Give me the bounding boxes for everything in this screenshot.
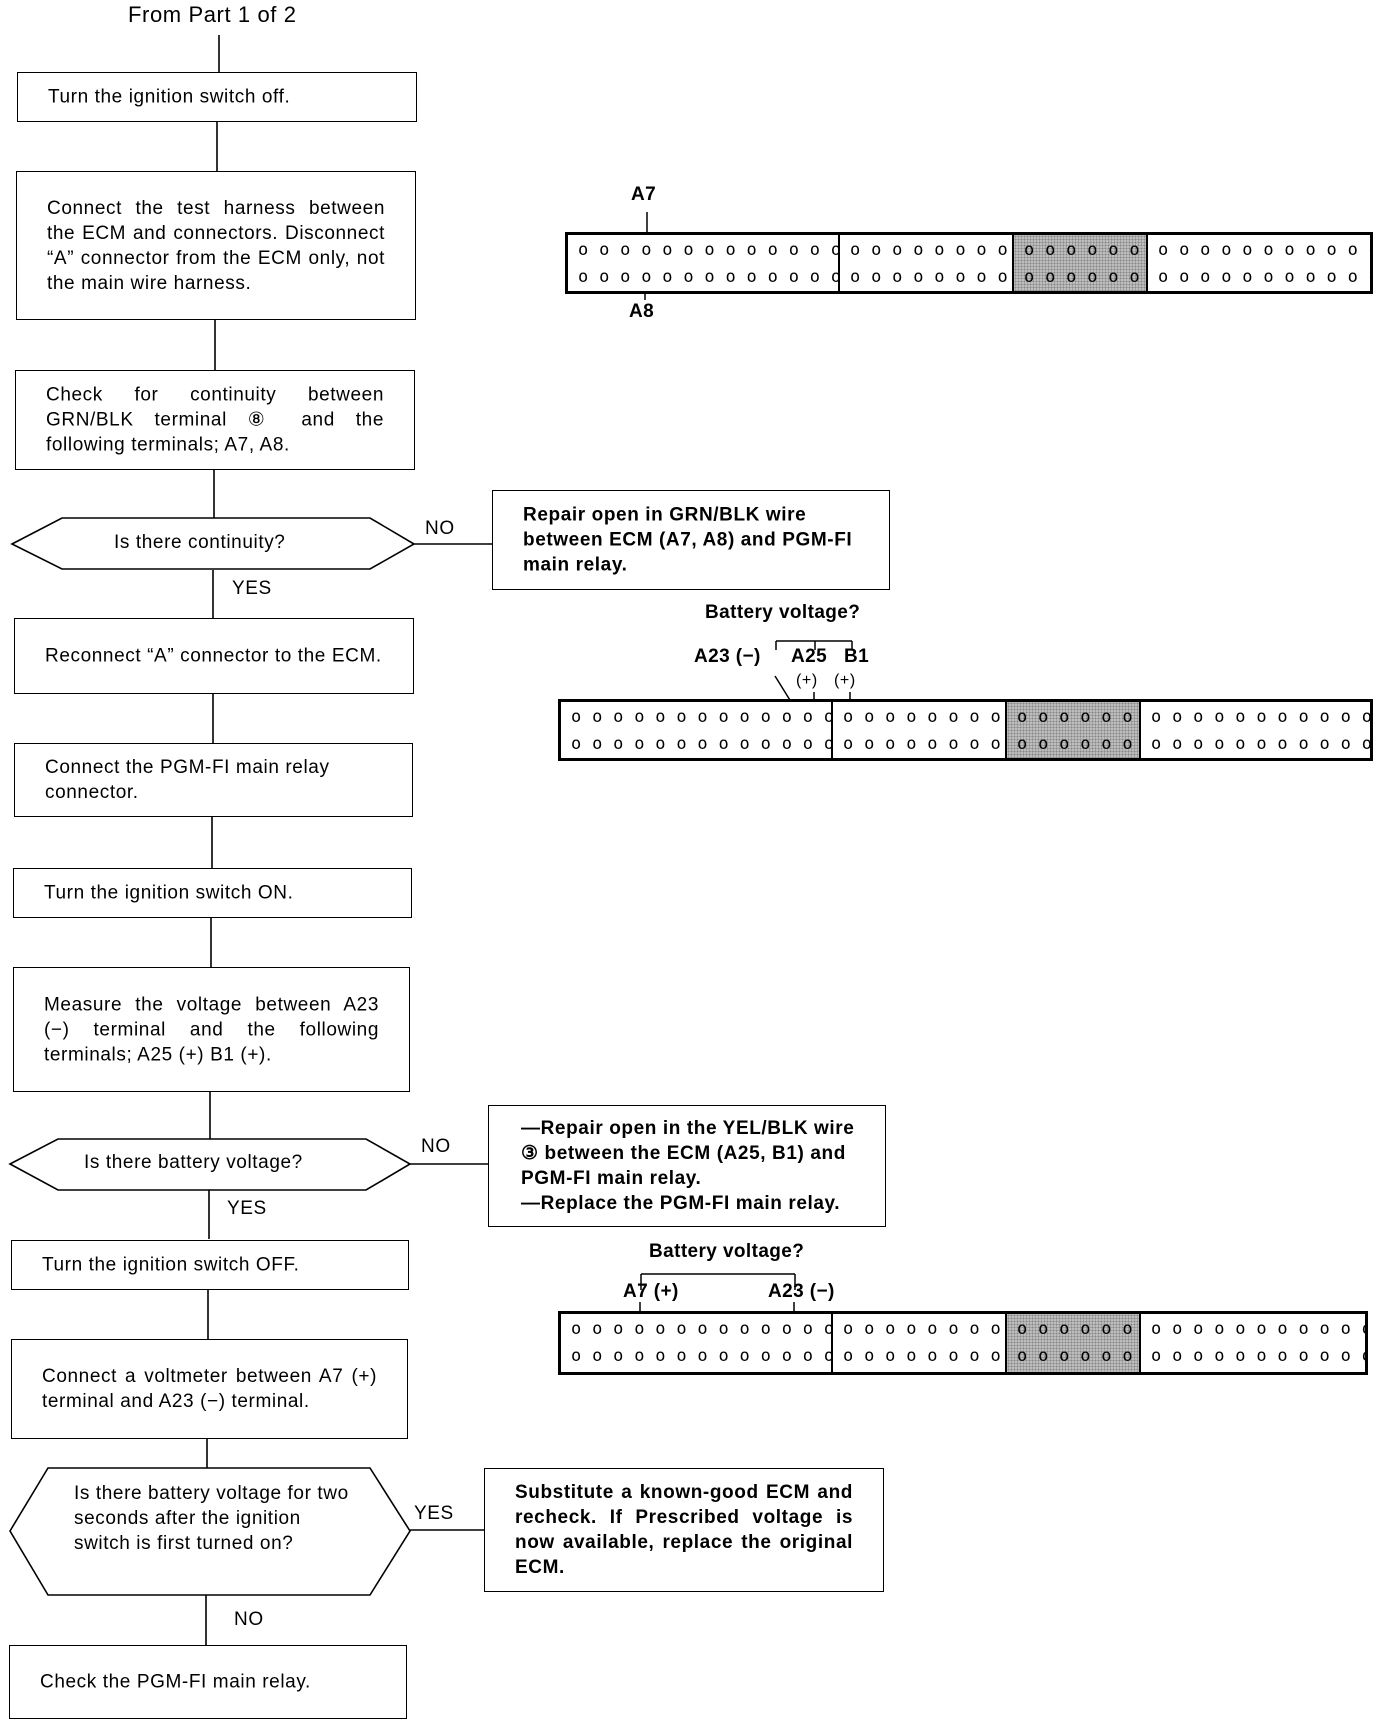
ecm-connector-diagram-1: o o o o o o o o o o o o o o o o o o o o …: [565, 232, 1373, 294]
branch-no-2: NO: [421, 1136, 451, 1157]
action-text: Repair open in GRN/BLK wire between ECM …: [523, 504, 853, 576]
action-line: —Replace the PGM-FI main relay.: [521, 1193, 841, 1214]
branch-no-3: NO: [234, 1609, 264, 1630]
pin-row: o o o o o o o o o o o o o: [571, 707, 833, 727]
connector-section-d: o o o o o o o o o o o o o o o o o o o o …: [1141, 1314, 1365, 1372]
pin-row: o o o o o o: [1024, 240, 1140, 260]
ecm-connector-diagram-2: o o o o o o o o o o o o o o o o o o o o …: [558, 699, 1373, 761]
pin-row: o o o o o o: [1017, 1346, 1133, 1366]
pin-row: o o o o o o o o: [850, 267, 1009, 287]
connector-section-d: o o o o o o o o o o o o o o o o o o o o …: [1148, 235, 1370, 291]
pin-row: o o o o o o o o o o o: [1158, 267, 1370, 287]
pin-row: o o o o o o: [1017, 707, 1133, 727]
step-text: Check the PGM-FI main relay.: [40, 1671, 311, 1693]
pin-row: o o o o o o o o o o o: [1151, 734, 1370, 754]
step-text: Check for continuity between GRN/BLK ter…: [46, 384, 384, 456]
diagram2-b1-sign: (+): [834, 672, 856, 689]
step-text: Measure the voltage between A23 (−) term…: [44, 994, 379, 1065]
step-text: Connect the test harness between the ECM…: [47, 197, 385, 294]
diagram2-question: Battery voltage?: [705, 602, 861, 623]
pin-row: o o o o o o o o o o o o o: [571, 1319, 833, 1339]
pin-row: o o o o o o o o: [843, 734, 1002, 754]
branch-yes-2: YES: [227, 1198, 267, 1219]
connector-section-b: o o o o o o o o o o o o o o o o: [833, 1314, 1007, 1372]
connector-section-a: o o o o o o o o o o o o o o o o o o o o …: [568, 235, 840, 291]
step-text: Reconnect “A” connector to the ECM.: [45, 645, 382, 667]
step-connect-relay: Connect the PGM-FI main relay connector.: [14, 743, 413, 817]
from-part-label: From Part 1 of 2: [128, 2, 297, 27]
pin-row: o o o o o o o o: [843, 1346, 1002, 1366]
branch-no-1: NO: [425, 518, 455, 539]
connector-section-shaded: o o o o o o o o o o o o: [1007, 702, 1141, 758]
pin-row: o o o o o o o o o o o: [1151, 1319, 1365, 1339]
step-check-relay: Check the PGM-FI main relay.: [9, 1645, 407, 1719]
step-ignition-off: Turn the ignition switch off.: [17, 72, 417, 122]
action-repair-grn-blk: Repair open in GRN/BLK wire between ECM …: [492, 490, 890, 590]
connector-section-a: o o o o o o o o o o o o o o o o o o o o …: [561, 1314, 833, 1372]
diagram2-a25-sign: (+): [796, 672, 818, 689]
pin-row: o o o o o o o o o o o o o: [578, 267, 840, 287]
pin-row: o o o o o o o o o o o o o: [571, 1346, 833, 1366]
pin-row: o o o o o o: [1024, 267, 1140, 287]
step-text: Turn the ignition switch off.: [48, 86, 291, 108]
pin-row: o o o o o o o o o o o: [1151, 707, 1370, 727]
diagram3-a23-label: A23 (−): [768, 1281, 835, 1302]
step-measure-voltage: Measure the voltage between A23 (−) term…: [13, 967, 410, 1092]
diagram3-question: Battery voltage?: [649, 1241, 805, 1262]
pin-row: o o o o o o o o o o o: [1158, 240, 1370, 260]
diagram3-a7-label: A7 (+): [623, 1281, 679, 1302]
action-repair-yel-blk: —Repair open in the YEL/BLK wire ③ betwe…: [488, 1105, 886, 1227]
diagram2-b1-label: B1: [844, 646, 870, 667]
diagram2-a23-label: A23 (−): [694, 646, 761, 667]
pin-row: o o o o o o o o: [843, 707, 1002, 727]
pin-row: o o o o o o o o: [843, 1319, 1002, 1339]
diagram1-a8-label: A8: [629, 301, 655, 322]
step-ignition-on: Turn the ignition switch ON.: [13, 868, 412, 918]
step-text: Turn the ignition switch OFF.: [42, 1254, 300, 1276]
step-connect-voltmeter: Connect a voltmeter between A7 (+) termi…: [11, 1339, 408, 1439]
pin-row: o o o o o o o o o o o o o: [571, 734, 833, 754]
step-text: Connect the PGM-FI main relay connector.: [45, 757, 330, 803]
step-ignition-off-2: Turn the ignition switch OFF.: [11, 1240, 409, 1290]
step-check-continuity: Check for continuity between GRN/BLK ter…: [15, 370, 415, 470]
connector-section-a: o o o o o o o o o o o o o o o o o o o o …: [561, 702, 833, 758]
branch-yes-1: YES: [232, 578, 272, 599]
decision-two-seconds: Is there battery voltage for two seconds…: [74, 1483, 349, 1554]
diagram1-a7-label: A7: [631, 184, 657, 205]
step-reconnect-a: Reconnect “A” connector to the ECM.: [14, 618, 414, 694]
step-text: Turn the ignition switch ON.: [44, 882, 294, 904]
step-connect-test-harness: Connect the test harness between the ECM…: [16, 171, 416, 320]
pin-row: o o o o o o: [1017, 1319, 1133, 1339]
connector-section-b: o o o o o o o o o o o o o o o o: [833, 702, 1007, 758]
action-substitute-ecm: Substitute a known-good ECM and recheck.…: [484, 1468, 884, 1592]
action-text: Substitute a known-good ECM and recheck.…: [515, 1482, 853, 1578]
branch-yes-3: YES: [414, 1503, 454, 1524]
decision-continuity: Is there continuity?: [114, 532, 286, 553]
decision-battery-voltage: Is there battery voltage?: [84, 1152, 303, 1173]
action-line: —Repair open in the YEL/BLK wire ③ betwe…: [521, 1118, 855, 1189]
connector-section-shaded: o o o o o o o o o o o o: [1007, 1314, 1141, 1372]
pin-row: o o o o o o o o: [850, 240, 1009, 260]
connector-section-b: o o o o o o o o o o o o o o o o: [840, 235, 1014, 291]
ecm-connector-diagram-3: o o o o o o o o o o o o o o o o o o o o …: [558, 1311, 1368, 1375]
connector-section-d: o o o o o o o o o o o o o o o o o o o o …: [1141, 702, 1370, 758]
pin-row: o o o o o o o o o o o o o: [578, 240, 840, 260]
pin-row: o o o o o o o o o o o: [1151, 1346, 1365, 1366]
connector-section-shaded: o o o o o o o o o o o o: [1014, 235, 1148, 291]
action-text: —Repair open in the YEL/BLK wire ③ betwe…: [521, 1116, 865, 1216]
pin-row: o o o o o o: [1017, 734, 1133, 754]
step-text: Connect a voltmeter between A7 (+) termi…: [42, 1366, 377, 1412]
diagram2-a25-label: A25: [791, 646, 828, 667]
